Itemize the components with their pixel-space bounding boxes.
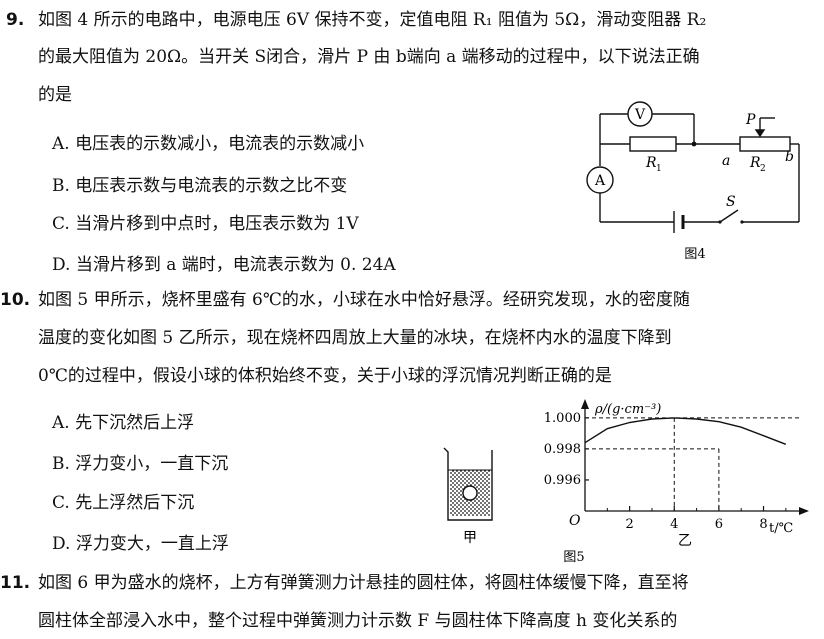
- beaker-figure: 甲: [443, 447, 493, 546]
- node-b-label: b: [785, 149, 794, 165]
- ball-icon: [462, 485, 478, 501]
- r1-label: R: [645, 155, 657, 171]
- q9-line-3: 的是: [38, 85, 72, 105]
- q11-number: 11.: [0, 573, 31, 593]
- figure-4-caption: 图4: [684, 247, 705, 262]
- q9-line-2: 的最大阻值为 20Ω。当开关 S闭合，滑片 P 由 b端向 a 端移动的过程中，…: [38, 47, 700, 67]
- circuit-diagram: V A R 1 a R 2 b P S 图4: [586, 101, 800, 262]
- q9-option-a: A. 电压表的示数减小，电流表的示数减小: [52, 134, 365, 154]
- x-tick-label-6: 6: [715, 517, 723, 532]
- voltmeter-label: V: [634, 107, 646, 123]
- x-tick-label-8: 8: [759, 517, 767, 532]
- q11-line-2: 圆柱体全部浸入水中，整个过程中弹簧测力计示数 F 与圆柱体下降高度 h 变化关系…: [38, 611, 678, 631]
- q10-option-d: D. 浮力变大，一直上浮: [52, 534, 229, 554]
- x-axis-label: t/℃: [769, 521, 793, 536]
- x-tick-label-2: 2: [625, 517, 633, 532]
- ammeter-label: A: [594, 173, 606, 189]
- r2-subscript: 2: [760, 164, 766, 174]
- chart-label-yi: 乙: [678, 533, 692, 549]
- y-tick-label-0.998: 0.998: [544, 442, 581, 457]
- beaker-label: 甲: [463, 530, 477, 546]
- q10-option-c: C. 先上浮然后下沉: [52, 493, 195, 513]
- y-tick-label-1.000: 1.000: [544, 411, 581, 426]
- q9-number: 9.: [6, 10, 25, 30]
- x-tick-label-4: 4: [670, 517, 678, 532]
- r1-subscript: 1: [656, 164, 662, 174]
- r2-label: R: [749, 155, 761, 171]
- q10-option-b: B. 浮力变小，一直下沉: [52, 454, 229, 474]
- q9-line-1: 如图 4 所示的电路中，电源电压 6V 保持不变，定值电阻 R₁ 阻值为 5Ω，…: [38, 10, 707, 30]
- q9-option-c: C. 当滑片移到中点时，电压表示数为 1V: [52, 214, 359, 234]
- slider-p-label: P: [745, 112, 756, 128]
- q10-line-1: 如图 5 甲所示，烧杯里盛有 6℃的水，小球在水中恰好悬浮。经研究发现，水的密度…: [38, 290, 690, 310]
- q9-option-d: D. 当滑片移到 a 端时，电流表示数为 0. 24A: [52, 255, 396, 275]
- density-curve-0: [584, 417, 787, 445]
- figure-5-caption: 图5: [563, 550, 584, 565]
- q10-line-2: 温度的变化如图 5 乙所示，现在烧杯四周放上大量的冰块，在烧杯内水的温度下降到: [38, 328, 672, 348]
- switch-s-label: S: [726, 194, 736, 210]
- y-axis-label: ρ/(g·cm⁻³): [594, 402, 661, 417]
- q10-option-a: A. 先下沉然后上浮: [52, 413, 195, 433]
- q10-number: 10.: [0, 290, 31, 310]
- y-tick-label-0.996: 0.996: [544, 473, 581, 488]
- q9-option-b: B. 电压表示数与电流表的示数之比不变: [52, 176, 348, 196]
- q10-line-3: 0℃的过程中，假设小球的体积始终不变，关于小球的浮沉情况判断正确的是: [38, 366, 612, 386]
- origin-label: O: [569, 513, 581, 529]
- density-chart: ρ/(g·cm⁻³) t/℃ O 2 4 6 8 1.000 0.998 0.996 乙 图…: [544, 399, 809, 565]
- node-a-label: a: [722, 153, 730, 169]
- q11-line-1: 如图 6 甲为盛水的烧杯，上方有弹簧测力计悬挂的圆柱体，将圆柱体缓慢下降，直至将: [38, 573, 689, 593]
